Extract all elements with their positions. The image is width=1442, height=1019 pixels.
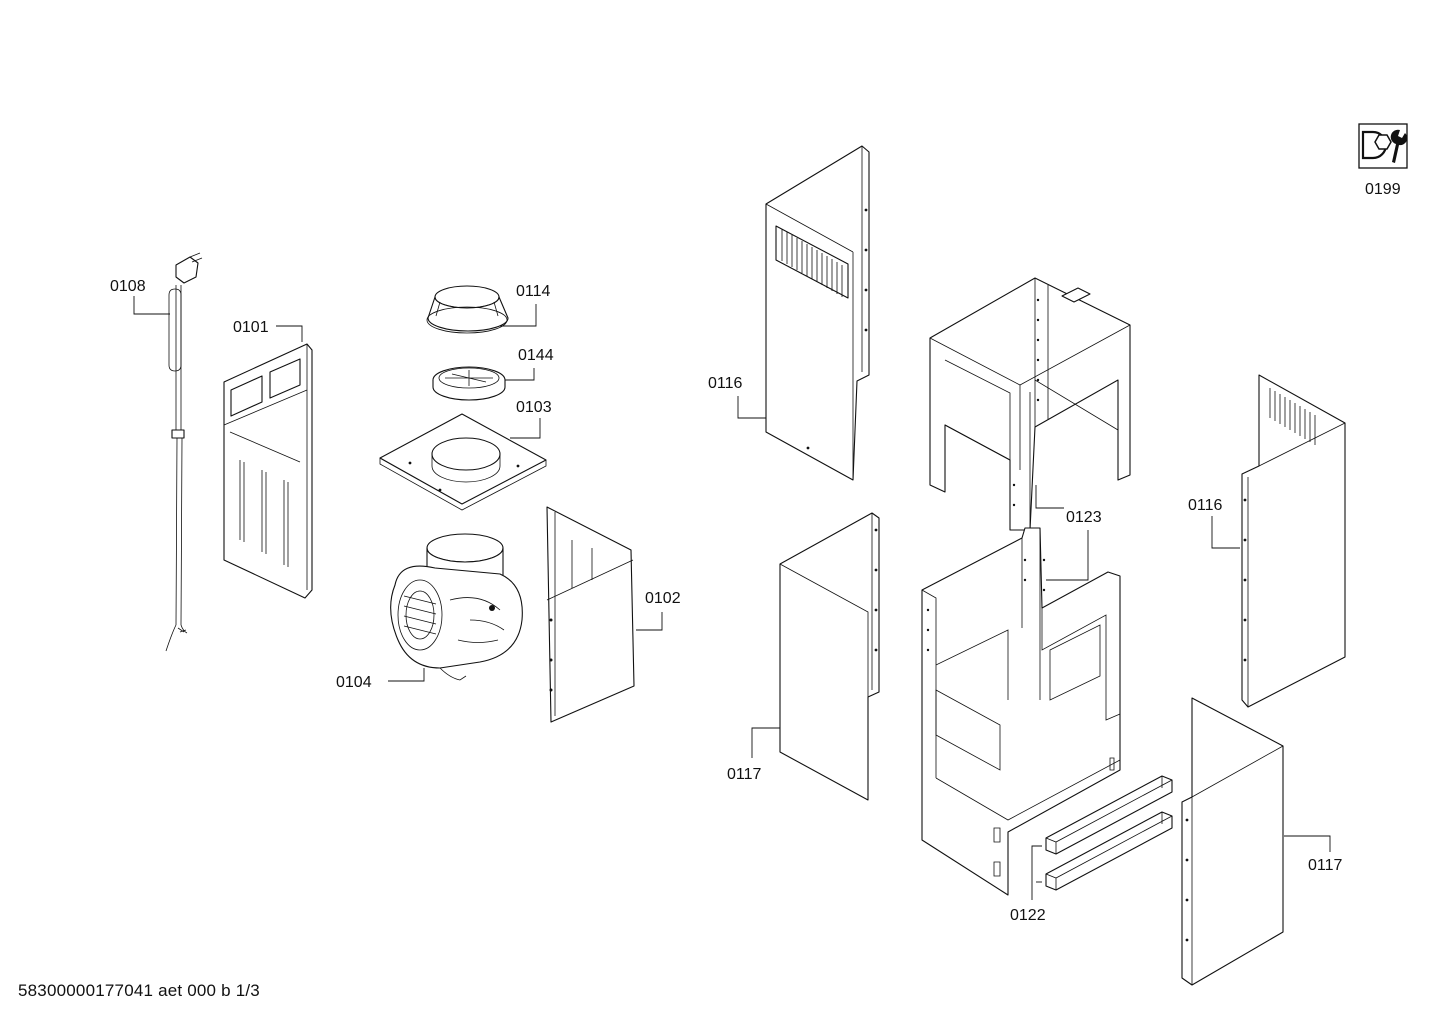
label-0114[interactable]: 0114 (500, 283, 551, 327)
part-number-p0102: 0102 (645, 590, 681, 607)
part-number-p0122: 0122 (1010, 907, 1046, 924)
part-number-p0114: 0114 (516, 283, 551, 300)
label-0116-right[interactable]: 0116 (1188, 497, 1240, 549)
lower-chimney-left-part[interactable] (779, 512, 880, 801)
part-number-p0116a: 0116 (708, 375, 743, 392)
mounting-plate-part[interactable] (379, 413, 547, 511)
upper-chimney-left-part[interactable] (765, 145, 870, 481)
drawing-code: 58300000177041 aet 000 b 1/3 (18, 981, 260, 1000)
part-number-p0103: 0103 (516, 399, 552, 416)
label-0104[interactable]: 0104 (336, 668, 425, 691)
power-cord-part[interactable] (165, 252, 203, 652)
label-0102[interactable]: 0102 (636, 590, 681, 631)
label-0101[interactable]: 0101 (233, 319, 303, 342)
part-number-p0116b: 0116 (1188, 497, 1223, 514)
upper-chimney-right-part[interactable] (1241, 374, 1346, 708)
label-0103[interactable]: 0103 (510, 399, 552, 439)
part-number-p0108: 0108 (110, 278, 146, 295)
service-tool-icon[interactable] (1358, 123, 1408, 169)
label-0108[interactable]: 0108 (110, 278, 170, 315)
bracket-pair-part[interactable] (1045, 775, 1173, 891)
part-number-p0199: 0199 (1365, 181, 1401, 198)
label-0116-left[interactable]: 0116 (708, 375, 766, 419)
label-0117-left[interactable]: 0117 (727, 727, 780, 783)
part-number-p0123: 0123 (1066, 509, 1102, 526)
label-0144[interactable]: 0144 (505, 347, 554, 381)
rear-panel-part[interactable] (223, 343, 313, 599)
label-0123[interactable]: 0123 (1035, 485, 1102, 581)
backdraft-valve-part[interactable] (432, 366, 506, 401)
lower-chimney-right-part[interactable] (1181, 697, 1284, 986)
label-0117-right[interactable]: 0117 (1284, 835, 1343, 874)
inner-chimney-part[interactable] (546, 506, 635, 723)
fan-motor-part[interactable] (390, 533, 523, 681)
label-0122[interactable]: 0122 (1010, 845, 1046, 924)
support-frame-part[interactable] (921, 277, 1131, 896)
label-0199[interactable]: 0199 (1365, 181, 1401, 198)
part-number-p0104: 0104 (336, 674, 372, 691)
part-number-p0144: 0144 (518, 347, 554, 364)
part-number-p0117a: 0117 (727, 766, 762, 783)
part-number-p0101: 0101 (233, 319, 269, 336)
part-number-p0117b: 0117 (1308, 857, 1343, 874)
duct-ring-part[interactable] (426, 285, 509, 334)
